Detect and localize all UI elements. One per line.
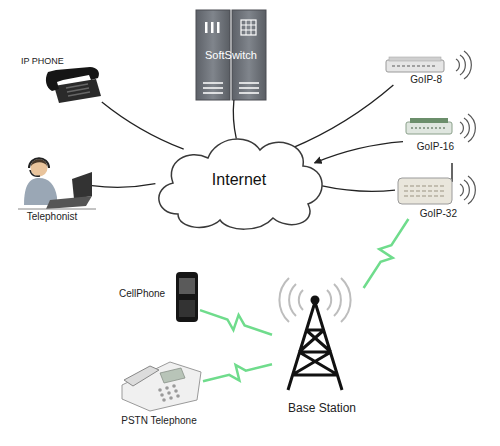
wireless-link <box>203 364 272 381</box>
telephonist-icon <box>18 158 96 209</box>
gateway-icon <box>460 176 475 204</box>
device-node: IP PHONE <box>20 55 102 102</box>
network-link <box>233 100 236 139</box>
tower-icon <box>311 296 320 305</box>
desk-phone-icon <box>162 398 166 402</box>
network-link <box>292 85 394 148</box>
desk-phone-icon <box>160 393 164 397</box>
device-node: GoIP-32 <box>395 165 457 219</box>
node-label: Telephonist <box>12 211 92 223</box>
tower-icon <box>279 278 350 322</box>
wireless-link <box>364 219 409 288</box>
desk-phone-icon <box>167 391 171 395</box>
gateway-icon <box>398 178 452 204</box>
node-label: Base Station <box>272 402 372 416</box>
ip-phone-icon <box>66 84 90 96</box>
ip-phone-icon <box>46 67 101 103</box>
network-link <box>315 142 403 163</box>
server-icon <box>211 22 214 33</box>
label-group: GoIP-8 <box>410 74 442 86</box>
device-node: Telephonist <box>12 152 92 222</box>
server-icon <box>196 10 266 100</box>
cellphone-icon <box>179 300 195 317</box>
node-label: CellPhone <box>119 288 165 300</box>
device-node: GoIP-16 <box>403 118 458 152</box>
node-label: IP PHONE <box>21 56 64 66</box>
cellphone-icon <box>176 272 198 322</box>
label-group: IP PHONE <box>21 56 64 66</box>
node-label: Internet <box>148 171 330 189</box>
server-icon <box>241 20 256 35</box>
node-label: SoftSwitch <box>196 49 266 62</box>
network-link <box>102 102 184 149</box>
server-icon <box>217 22 220 33</box>
server-node: SoftSwitch <box>196 10 266 100</box>
device-node: GoIP-8 <box>385 55 450 85</box>
gateway-icon <box>398 163 475 204</box>
tower-node: Base Station <box>272 288 372 416</box>
node-label: GoIP-32 <box>420 208 457 220</box>
gateway-icon <box>406 122 452 134</box>
label-group: Telephonist <box>12 211 92 223</box>
gateway-icon <box>386 60 444 72</box>
telephonist-icon <box>30 170 40 176</box>
desk-phone-icon <box>176 394 180 398</box>
label-group: Internet <box>148 171 330 189</box>
desk-phone-icon <box>124 366 159 386</box>
tower-icon <box>279 278 350 390</box>
desk-phone-icon <box>160 368 185 383</box>
label-group: GoIP-32 <box>420 208 457 220</box>
gateway-icon <box>404 186 446 196</box>
tower-icon <box>288 302 342 390</box>
device-node: CellPhone <box>118 268 200 324</box>
desk-phone-icon <box>174 389 178 393</box>
telephonist-icon <box>72 172 92 199</box>
desk-phone-icon <box>158 384 180 402</box>
desk-phone-icon <box>169 396 173 400</box>
gateway-icon <box>411 127 447 129</box>
gateway-icon <box>406 114 475 142</box>
label-group: GoIP-16 <box>417 141 454 153</box>
label-group: PSTN Telephone <box>115 415 203 427</box>
network-link <box>322 186 395 191</box>
label-group: CellPhone <box>119 288 165 300</box>
cloud-node: Internet <box>148 128 330 234</box>
gateway-icon <box>389 57 441 61</box>
gateway-icon <box>392 65 436 67</box>
gateway-icon <box>456 51 471 79</box>
server-icon <box>203 83 259 93</box>
label-group: Base Station <box>272 402 372 416</box>
ip-phone-icon <box>54 79 101 103</box>
gateway-icon <box>410 118 448 123</box>
label-group: SoftSwitch <box>196 49 266 62</box>
cellphone-icon <box>179 278 195 294</box>
cellphone-icon <box>176 272 198 322</box>
node-label: GoIP-8 <box>410 74 442 86</box>
node-label: PSTN Telephone <box>115 415 203 427</box>
network-link <box>92 184 155 188</box>
wireless-link <box>200 310 272 335</box>
node-label: GoIP-16 <box>417 141 454 153</box>
server-icon <box>205 22 208 33</box>
device-node: PSTN Telephone <box>115 358 203 426</box>
telephonist-icon <box>29 158 49 168</box>
desk-phone-icon <box>165 386 169 390</box>
server-icon <box>241 20 256 35</box>
desk-phone-icon <box>122 362 201 411</box>
desk-phone-icon <box>158 388 162 392</box>
desk-phone-icon <box>122 362 201 411</box>
desk-phone-icon <box>172 384 176 388</box>
telephonist-icon <box>31 160 48 177</box>
telephonist-icon <box>18 209 96 210</box>
telephonist-icon <box>46 196 92 209</box>
gateway-icon <box>460 114 475 142</box>
